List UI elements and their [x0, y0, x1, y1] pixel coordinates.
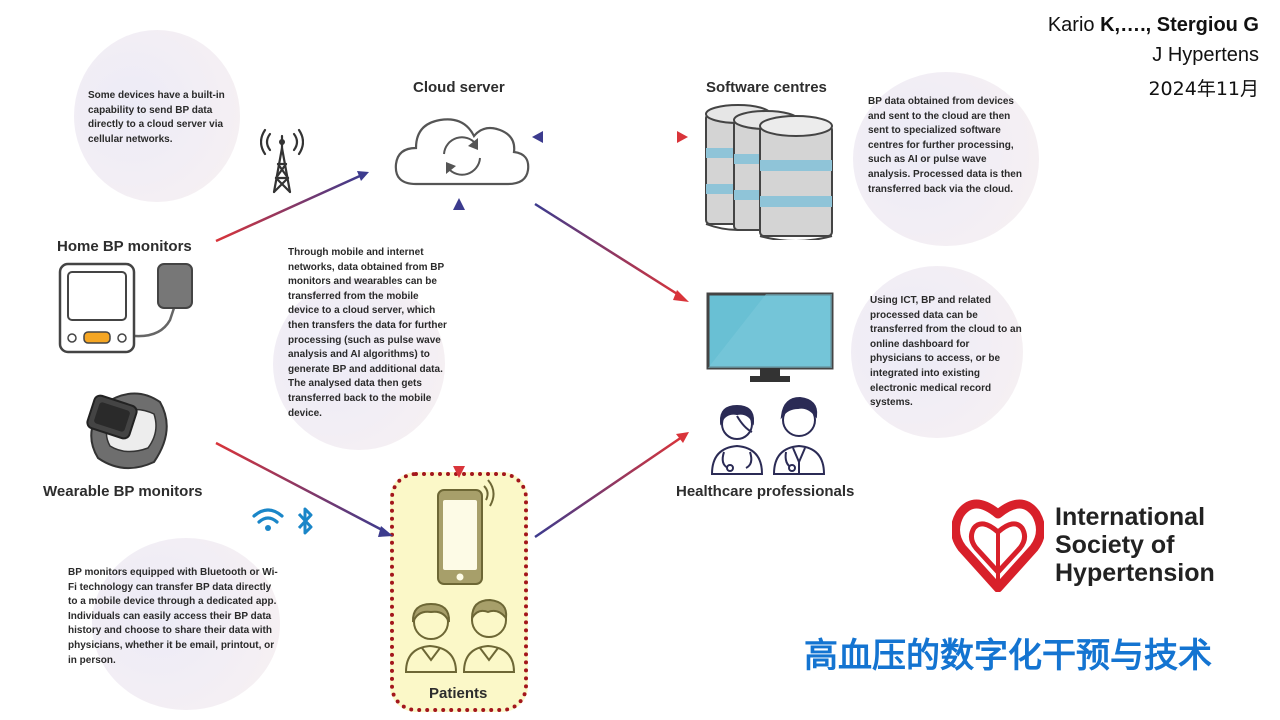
patient-icon [462, 598, 516, 673]
label-cloud-server: Cloud server [413, 79, 505, 96]
cell-tower-icon [260, 128, 304, 194]
note-bubble-mobile [273, 278, 445, 450]
doctor-icon [710, 404, 764, 475]
cloud-sync-icon [394, 118, 530, 186]
label-home-bp-monitors: Home BP monitors [57, 238, 192, 255]
citation-authors-bold: K,…., Stergiou G [1100, 14, 1259, 36]
note-bubble-ict [851, 266, 1023, 438]
smartwatch-icon [86, 392, 168, 469]
note-cellular: Some devices have a built-in capability … [88, 90, 225, 145]
arrow-home-to-cloud [215, 173, 363, 243]
citation-journal: J Hypertens [1152, 44, 1259, 66]
bp-monitor-icon [58, 262, 193, 354]
note-bubble-software [853, 72, 1039, 246]
arrow-cloud-to-healthcare [534, 202, 683, 299]
wifi-icon [252, 508, 284, 531]
note-bubble-cellular [74, 30, 240, 202]
note-ict: Using ICT, BP and related processed data… [870, 295, 1022, 409]
patient-icon [404, 602, 458, 673]
citation-date: 2024年11月 [1148, 78, 1259, 100]
arrow-patients-to-healthcare [534, 435, 683, 539]
doctor-icon [772, 396, 826, 475]
arrow-wearable-to-patients [215, 441, 387, 534]
logo-text-line2: Society of [1055, 531, 1175, 559]
server-stack-icon [705, 104, 833, 240]
note-mobile: Through mobile and internet networks, da… [288, 247, 447, 419]
logo-text-line3: Hypertension [1055, 559, 1215, 587]
citation-authors: Kario K,…., Stergiou G [1048, 14, 1259, 37]
label-patients: Patients [429, 685, 488, 702]
note-bubble-bluetooth [92, 538, 280, 710]
citation-authors-plain: Kario [1047, 14, 1101, 36]
page-title-cn: 高血压的数字化干预与技术 [804, 636, 1212, 676]
label-wearable-bp-monitors: Wearable BP monitors [43, 483, 203, 500]
smartphone-icon [437, 479, 495, 585]
note-software: BP data obtained from devices and sent t… [868, 96, 1022, 195]
label-healthcare-professionals: Healthcare professionals [676, 483, 855, 500]
label-software-centres: Software centres [706, 79, 827, 96]
logo-text-line1: International [1055, 503, 1206, 531]
computer-monitor-icon [706, 292, 834, 382]
bluetooth-icon [297, 507, 313, 535]
note-bluetooth: BP monitors equipped with Bluetooth or W… [68, 567, 278, 666]
ish-heart-logo-icon [952, 499, 1044, 592]
